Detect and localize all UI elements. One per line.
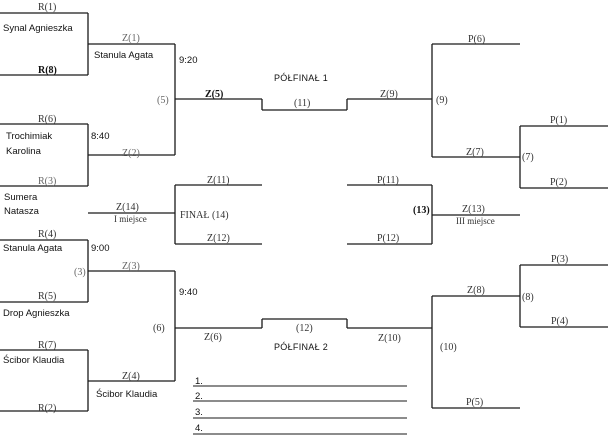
slot-p3: P(3) <box>551 254 568 265</box>
match-5: (5) <box>157 95 169 106</box>
time-940: 9:40 <box>179 287 198 298</box>
slot-p6: P(6) <box>468 34 485 45</box>
final-title: FINAŁ (14) <box>180 210 229 221</box>
player-scibor-r2: Ścibor Klaudia <box>96 388 158 400</box>
match-8: (8) <box>522 292 534 303</box>
player-drop: Drop Agnieszka <box>3 308 70 319</box>
slot-r7: R(7) <box>38 340 56 351</box>
standing-3: 3. <box>195 407 203 418</box>
slot-z14: Z(14) <box>116 202 139 213</box>
standing-4: 4. <box>195 423 203 434</box>
player-synal: Synal Agnieszka <box>3 23 73 34</box>
slot-z12: Z(12) <box>207 233 230 244</box>
slot-z8: Z(8) <box>467 285 485 296</box>
slot-z7: Z(7) <box>466 147 484 158</box>
match-3: (3) <box>74 267 86 278</box>
time-840: 8:40 <box>91 131 110 142</box>
slot-r4: R(4) <box>38 229 56 240</box>
slot-z4: Z(4) <box>122 371 140 382</box>
slot-p12: P(12) <box>377 233 399 244</box>
slot-z3: Z(3) <box>122 261 140 272</box>
slot-p2: P(2) <box>550 177 567 188</box>
time-900: 9:00 <box>91 243 110 254</box>
player-stanula: Stanula Agata <box>3 243 63 254</box>
slot-p5: P(5) <box>466 397 483 408</box>
slot-p4: P(4) <box>551 316 568 327</box>
standing-2: 2. <box>195 391 203 402</box>
standing-1: 1. <box>195 376 203 387</box>
slot-z1: Z(1) <box>122 33 140 44</box>
match-12: (12) <box>296 323 313 334</box>
slot-r3: R(3) <box>38 176 56 187</box>
slot-r5: R(5) <box>38 291 56 302</box>
player-sumera-1: Sumera <box>4 192 38 203</box>
slot-p1: P(1) <box>550 115 567 126</box>
first-place-label: I miejsce <box>114 214 147 224</box>
match-7: (7) <box>522 152 534 163</box>
match-13: (13) <box>413 205 430 216</box>
slot-z2: Z(2) <box>122 148 140 159</box>
slot-z10: Z(10) <box>378 333 401 344</box>
match-10: (10) <box>440 342 457 353</box>
match-9: (9) <box>436 95 448 106</box>
slot-z5: Z(5) <box>205 89 223 100</box>
player-trochimiak-1: Trochimiak <box>6 131 52 142</box>
slot-r2: R(2) <box>38 403 56 414</box>
slot-p11: P(11) <box>377 175 399 186</box>
match-6: (6) <box>153 323 165 334</box>
player-stanula-r1: Stanula Agata <box>94 50 154 61</box>
slot-z13: Z(13) <box>462 204 485 215</box>
semifinal-2-title: PÓŁFINAŁ 2 <box>274 342 328 352</box>
slot-z6: Z(6) <box>204 332 222 343</box>
slot-r8: R(8) <box>38 65 57 76</box>
player-sumera-2: Natasza <box>4 206 40 217</box>
slot-r6: R(6) <box>38 114 56 125</box>
slot-r1: R(1) <box>38 2 56 13</box>
third-place-label: III miejsce <box>456 216 495 226</box>
slot-z9: Z(9) <box>380 89 398 100</box>
slot-z11: Z(11) <box>207 175 229 186</box>
player-trochimiak-2: Karolina <box>6 146 42 157</box>
player-scibor: Ścibor Klaudia <box>3 354 65 366</box>
semifinal-1-title: PÓŁFINAŁ 1 <box>274 73 328 83</box>
time-920: 9:20 <box>179 55 198 66</box>
match-11: (11) <box>294 98 310 109</box>
